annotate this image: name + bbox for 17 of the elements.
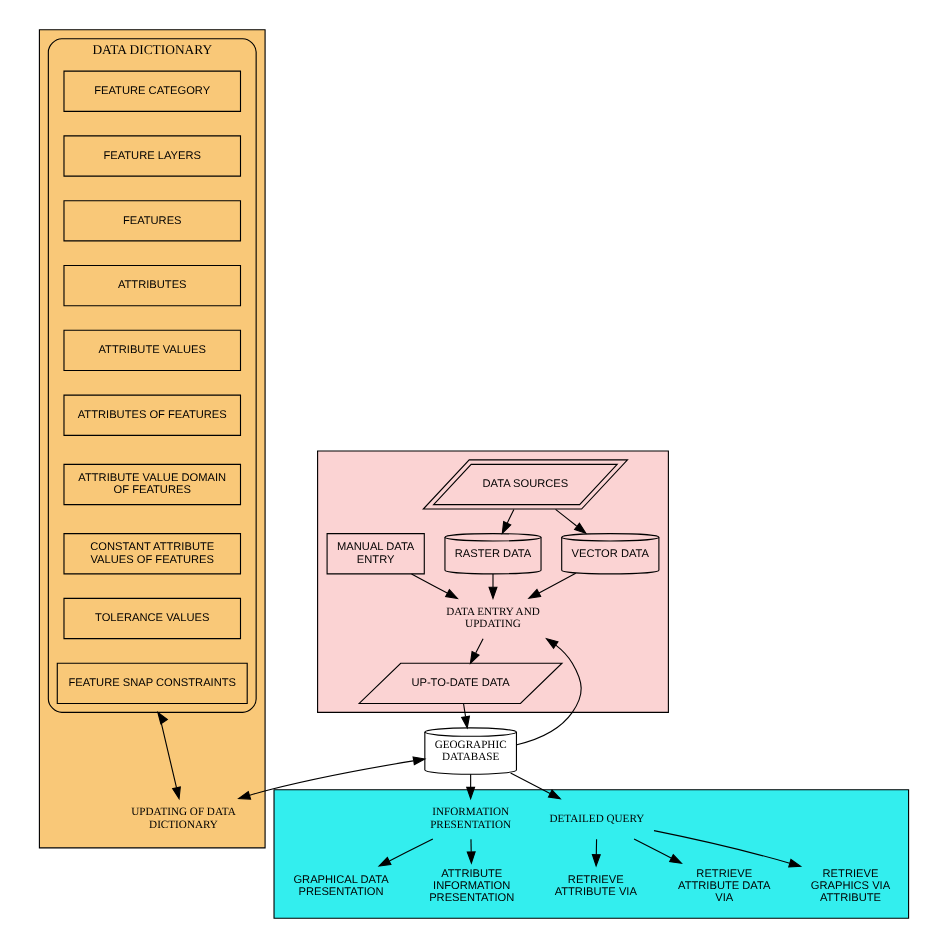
cluster (317, 450, 669, 713)
arrow (555, 508, 588, 535)
arrow (501, 508, 515, 535)
arrow (237, 756, 427, 800)
cluster (38, 29, 266, 849)
arrow (460, 703, 471, 730)
arrow (633, 838, 683, 865)
arrow (510, 772, 562, 800)
arrow (466, 838, 476, 865)
arrow (516, 637, 582, 746)
arrow (653, 830, 803, 868)
arrow (377, 838, 434, 867)
arrow (410, 573, 459, 600)
arrow (156, 710, 181, 801)
arrow (488, 573, 498, 601)
arrow (469, 638, 484, 665)
arrow (527, 572, 577, 600)
